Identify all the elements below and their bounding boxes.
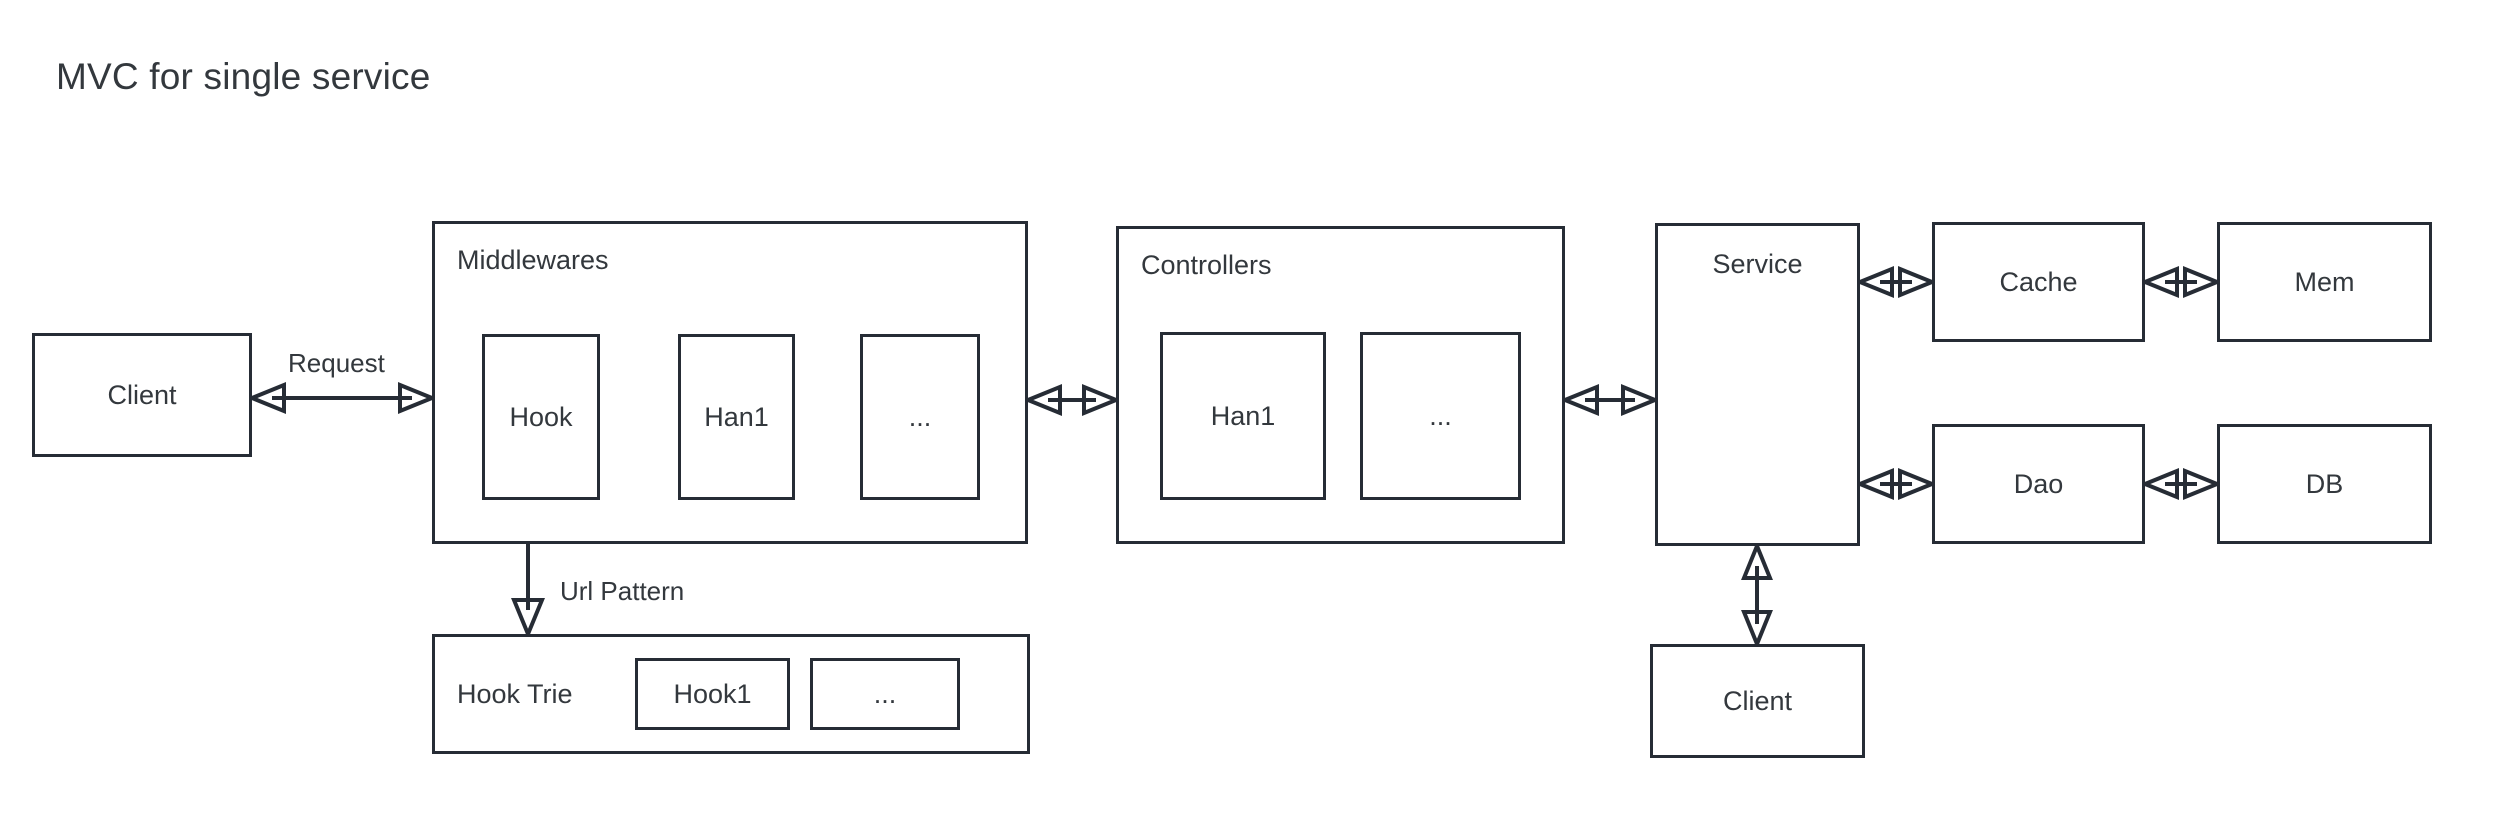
node-hook-trie-hook1-label: Hook1: [673, 679, 752, 709]
edge-client-to-middlewares: [246, 382, 438, 414]
edge-cache-to-mem: [2139, 266, 2223, 298]
node-middleware-ellipsis-label: ...: [908, 402, 932, 432]
node-service-label: Service: [1712, 249, 1803, 279]
edge-dao-to-db: [2139, 468, 2223, 500]
node-controller-han1[interactable]: Han1: [1160, 332, 1326, 500]
edge-label-url-pattern: Url Pattern: [560, 576, 685, 606]
node-middlewares-label: Middlewares: [457, 245, 609, 275]
page-title: MVC for single service: [56, 56, 431, 97]
edge-service-to-dao: [1854, 468, 1938, 500]
node-controller-ellipsis[interactable]: ...: [1360, 332, 1521, 500]
node-middleware-han1-label: Han1: [704, 402, 769, 432]
node-middleware-hook-label: Hook: [509, 402, 573, 432]
node-client-bottom[interactable]: Client: [1650, 644, 1865, 758]
node-service[interactable]: Service: [1655, 223, 1860, 546]
node-hook-trie-ellipsis[interactable]: ...: [810, 658, 960, 730]
node-mem[interactable]: Mem: [2217, 222, 2432, 342]
node-controllers-label: Controllers: [1141, 250, 1272, 280]
node-client-bottom-label: Client: [1722, 686, 1793, 716]
edge-service-to-cache: [1854, 266, 1938, 298]
node-client-left-label: Client: [107, 380, 177, 410]
node-middleware-han1[interactable]: Han1: [678, 334, 795, 500]
node-middleware-ellipsis[interactable]: ...: [860, 334, 980, 500]
edge-controllers-to-service: [1559, 384, 1661, 416]
node-controller-han1-label: Han1: [1210, 401, 1276, 431]
node-hook-trie-ellipsis-label: ...: [873, 679, 897, 709]
node-middleware-hook[interactable]: Hook: [482, 334, 600, 500]
node-db-label: DB: [2305, 469, 2344, 499]
node-controller-ellipsis-label: ...: [1429, 401, 1452, 431]
edge-label-request: Request: [288, 348, 385, 378]
node-hook-trie-label: Hook Trie: [457, 679, 573, 709]
node-mem-label: Mem: [2294, 267, 2355, 297]
node-cache[interactable]: Cache: [1932, 222, 2145, 342]
edge-middlewares-to-controllers: [1022, 384, 1122, 416]
node-dao-label: Dao: [2013, 469, 2064, 499]
node-db[interactable]: DB: [2217, 424, 2432, 544]
node-dao[interactable]: Dao: [1932, 424, 2145, 544]
node-client-left[interactable]: Client: [32, 333, 252, 457]
edge-service-to-client-bottom: [1741, 540, 1773, 650]
node-hook-trie-hook1[interactable]: Hook1: [635, 658, 790, 730]
node-cache-label: Cache: [1999, 267, 2078, 297]
